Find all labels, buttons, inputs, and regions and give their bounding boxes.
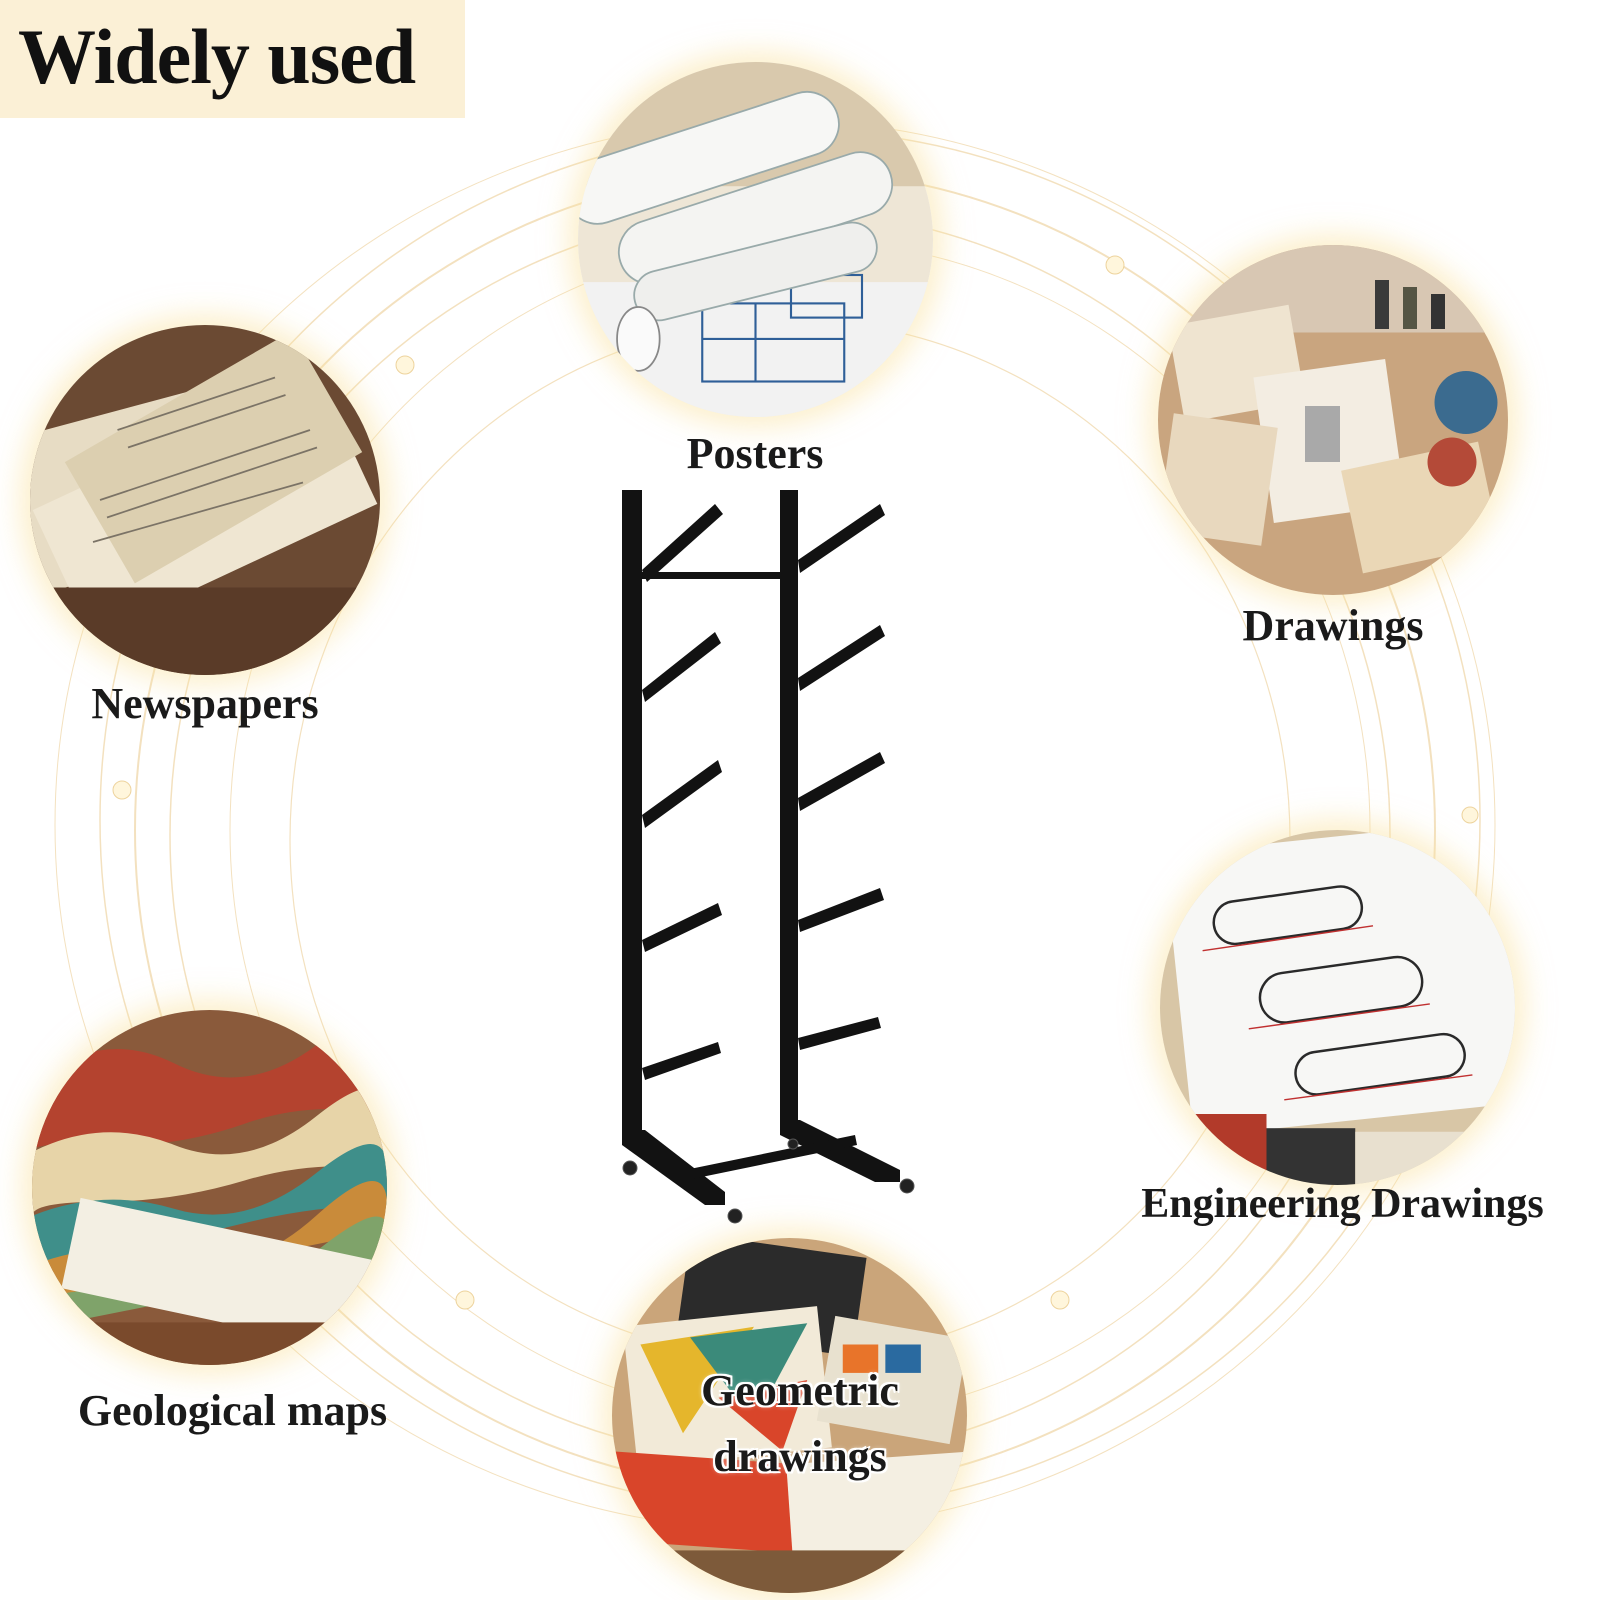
label-posters: Posters	[686, 429, 824, 478]
geological-maps-image	[32, 1010, 387, 1365]
posters-image	[578, 62, 933, 417]
label-drawings: Drawings	[1242, 601, 1424, 650]
header-banner: Widely used	[0, 0, 465, 118]
storage-rack-product	[622, 490, 915, 1224]
geometric-drawings-image	[612, 1238, 967, 1593]
label-geometric-line1: Geometric	[701, 1366, 899, 1415]
label-geological-maps: Geological maps	[77, 1386, 388, 1435]
page-title: Widely used	[18, 13, 416, 100]
newspapers-image	[30, 325, 380, 675]
label-newspapers: Newspapers	[91, 679, 319, 728]
engineering-drawings-image	[1160, 830, 1515, 1185]
label-geometric-line2: drawings	[713, 1432, 887, 1481]
label-geometric-drawings: Geometric drawings	[660, 1358, 940, 1490]
label-engineering-drawings: Engineering Drawings	[1141, 1181, 1544, 1227]
drawings-image	[1158, 245, 1508, 595]
